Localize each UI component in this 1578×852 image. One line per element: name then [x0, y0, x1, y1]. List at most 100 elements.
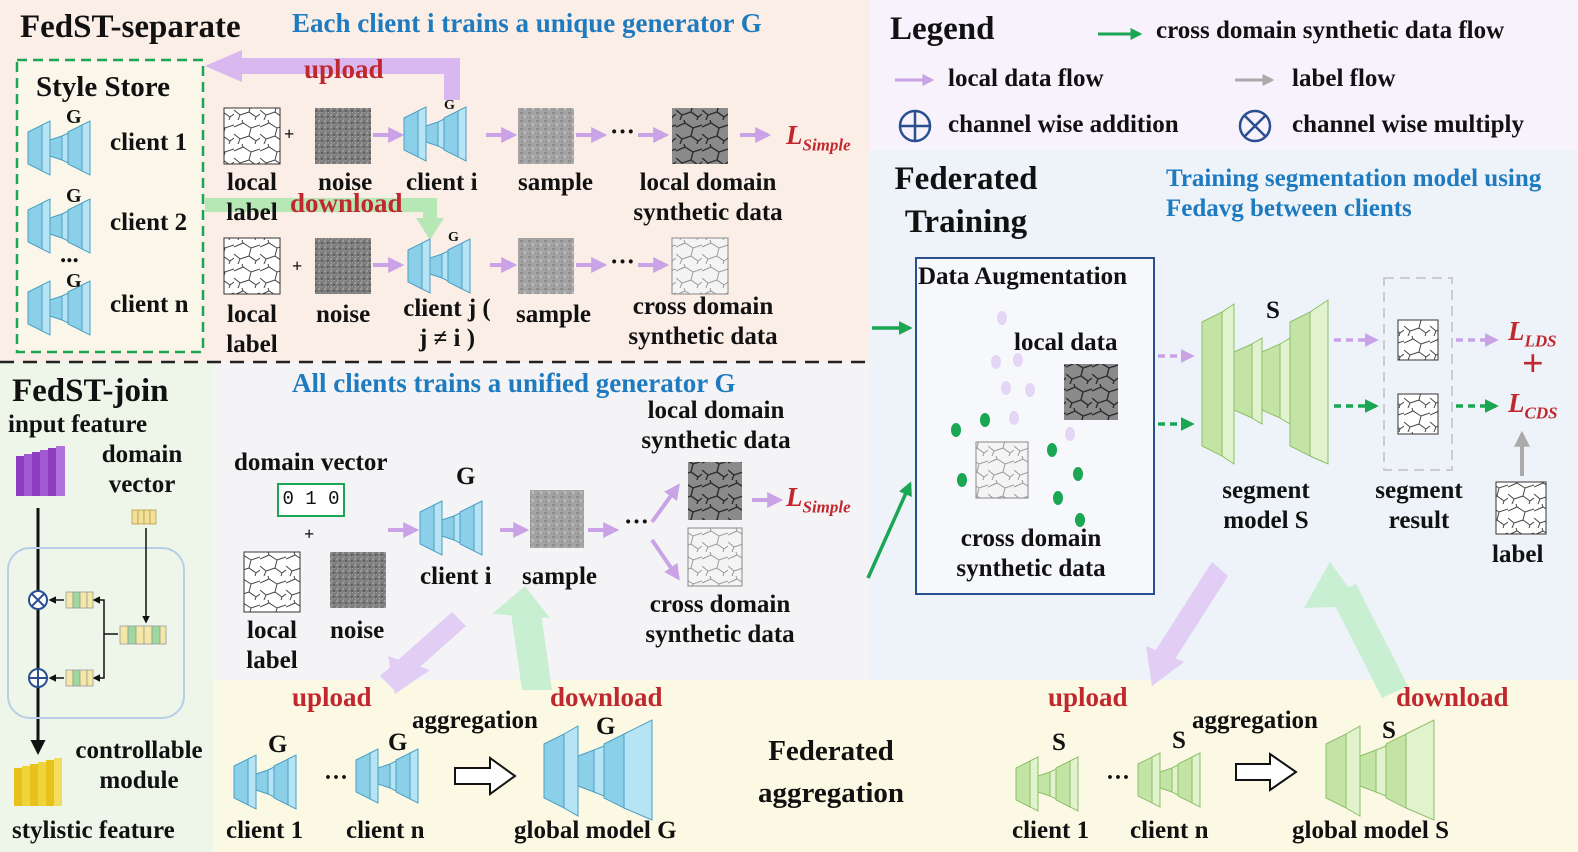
aug-cross-data: cross domain synthetic data — [956, 525, 1106, 582]
row1-dots: ··· — [610, 119, 636, 146]
local-label-image — [223, 237, 281, 295]
federated-subtitle: Training segmentation model using Fedavg… — [1166, 165, 1542, 222]
separate-subtitle: Each client i trains a unique generator … — [292, 8, 762, 38]
row1-output: local domain synthetic data — [633, 169, 783, 226]
generator-g-label: G — [66, 270, 82, 292]
local-label-image — [243, 551, 301, 613]
segment-s-label: S — [1052, 729, 1066, 756]
circle-times-icon — [1238, 109, 1272, 143]
generator-g-label: G — [66, 106, 82, 128]
cross-data-dots — [951, 413, 1085, 527]
row1-sample: sample — [518, 169, 593, 196]
controllable-module-label: controllable module — [75, 737, 203, 794]
agg-dots-s: ··· — [1106, 765, 1131, 791]
agg-upload-g: upload — [292, 682, 372, 712]
download-arrow — [205, 198, 437, 222]
segment-model-label: segment model S — [1222, 477, 1310, 534]
modulation-block — [119, 625, 167, 645]
join-loss: LSimple — [786, 482, 851, 517]
shift-vector-block — [65, 669, 94, 687]
domain-vector-side-label: domain vector — [101, 441, 183, 498]
style-ellipsis: ... — [60, 241, 79, 268]
agg-aggregation-g: aggregation — [412, 707, 538, 734]
legend-green-label: cross domain synthetic data flow — [1156, 17, 1505, 44]
join-subtitle: All clients trains a unified generator G — [292, 368, 736, 398]
plus-sign: + — [292, 256, 303, 276]
segment-result-box — [1383, 277, 1453, 471]
segment-s-label: S — [1266, 297, 1280, 324]
agg-s-global: global model S — [1292, 817, 1449, 844]
join-local-label: local label — [246, 617, 298, 674]
cross-data-image — [975, 441, 1029, 499]
join-dots: ··· — [624, 509, 650, 536]
local-data-image — [1064, 364, 1118, 420]
join-client: client i — [420, 563, 492, 590]
legend-add-label: channel wise addition — [948, 111, 1179, 138]
sample-image — [530, 490, 584, 548]
generator-g-label: G — [448, 230, 459, 245]
agg-download-g: download — [550, 682, 663, 712]
input-feature-block — [16, 446, 65, 496]
generator-g-label: G — [444, 98, 455, 113]
row1-noise: noise — [318, 169, 373, 196]
label-text: label — [1492, 541, 1544, 568]
generator-g-label: G — [268, 731, 288, 758]
loss-cds: LCDS — [1508, 388, 1558, 423]
agg-upload-s: upload — [1048, 682, 1128, 712]
row2-output: cross domain synthetic data — [628, 293, 778, 350]
domain-vector-box — [277, 483, 345, 517]
row1-local-label: local label — [226, 169, 278, 226]
loss-plus: + — [1522, 343, 1544, 385]
legend-gray-label: label flow — [1292, 65, 1396, 92]
stylistic-feature-label: stylistic feature — [12, 817, 175, 844]
local-synthetic-image — [688, 462, 742, 520]
upload-arrow — [240, 58, 460, 100]
cross-synthetic-image — [671, 237, 729, 295]
row2-client: client j ( j ≠ i ) — [403, 295, 491, 352]
label-image — [1495, 481, 1547, 535]
legend-title: Legend — [890, 11, 995, 47]
stylistic-feature-block — [14, 758, 62, 806]
join-download-arrow — [510, 606, 552, 690]
input-feature-label: input feature — [8, 411, 148, 438]
style-client-1: client 1 — [110, 129, 188, 156]
join-noise: noise — [330, 617, 385, 644]
generator-g-label: G — [388, 729, 408, 756]
agg-aggregation-s: aggregation — [1192, 707, 1318, 734]
join-local-output: local domain synthetic data — [641, 397, 791, 454]
separate-upload-label: upload — [304, 54, 384, 84]
noise-image — [330, 552, 386, 608]
local-data-dots — [991, 311, 1075, 441]
row2-local-label: local label — [226, 301, 278, 358]
seg-upload-arrow — [1152, 562, 1228, 670]
agg-s-clientn: client n — [1130, 817, 1209, 844]
row2-dots: ··· — [610, 249, 636, 276]
separate-download-label: download — [290, 188, 403, 218]
circle-plus-icon — [898, 109, 932, 143]
download-arrow-head — [416, 218, 444, 240]
agg-download-s: download — [1396, 682, 1509, 712]
segment-result-label: segment result — [1375, 477, 1463, 534]
aggregation-title: Federated aggregation — [757, 735, 905, 810]
aug-local-data: local data — [1014, 329, 1118, 356]
separate-title: FedST-separate — [20, 9, 241, 45]
sample-image — [518, 108, 574, 164]
noise-image — [315, 108, 371, 164]
cross-synthetic-image — [687, 527, 743, 587]
join-cross-output: cross domain synthetic data — [645, 591, 795, 648]
segment-s-label: S — [1382, 717, 1396, 744]
global-generator-icon — [543, 719, 653, 821]
row1-client: client i — [406, 169, 478, 196]
federated-title: Federated Training — [894, 161, 1038, 240]
result-image — [1397, 393, 1439, 435]
agg-g-clientn: client n — [346, 817, 425, 844]
local-label-image — [223, 107, 281, 165]
hollow-arrow-icon — [1235, 752, 1298, 792]
row2-noise: noise — [316, 301, 371, 328]
agg-dots-g: ··· — [324, 765, 349, 791]
legend-multiply-label: channel wise multiply — [1292, 111, 1524, 138]
global-segment-icon — [1325, 719, 1435, 821]
agg-s-client1: client 1 — [1012, 817, 1090, 844]
agg-g-client1: client 1 — [226, 817, 304, 844]
